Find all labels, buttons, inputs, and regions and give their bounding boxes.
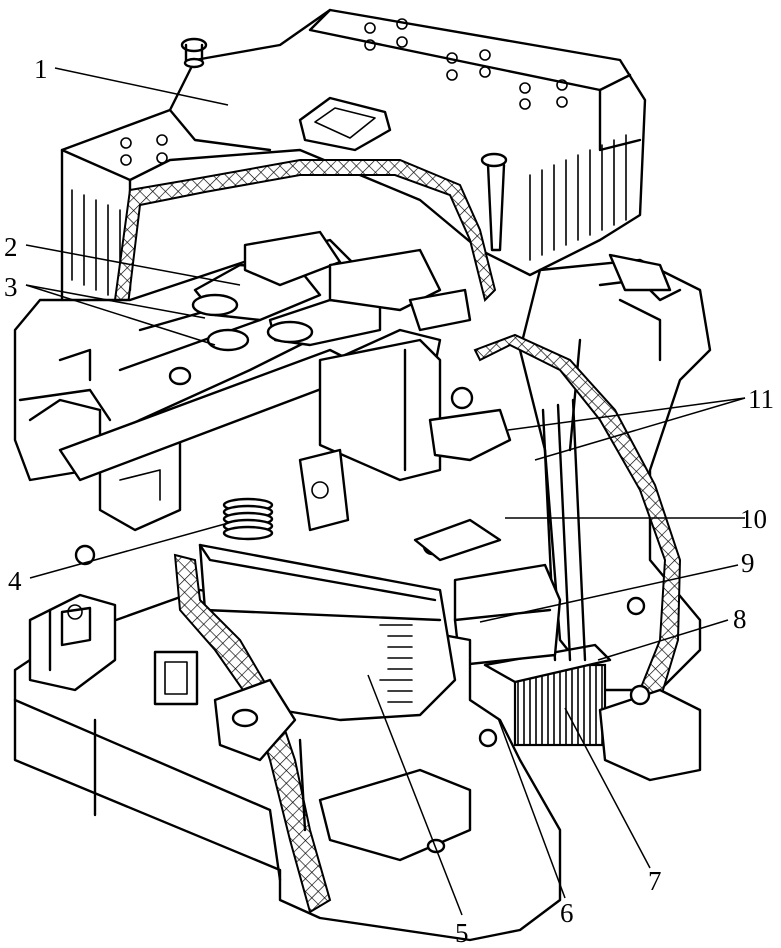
- magnet-block-edge: [453, 608, 552, 622]
- label-5: 5: [455, 918, 469, 948]
- label-4: 4: [8, 566, 22, 596]
- left-vent-fins: [71, 189, 121, 299]
- right-screw-icon: [480, 152, 508, 252]
- right-vent-fins: [529, 134, 627, 261]
- lower-terminal: [213, 678, 472, 862]
- label-3: 3: [4, 272, 18, 302]
- label-1: 1: [34, 54, 48, 84]
- side-hole-left: [74, 544, 96, 566]
- label-6: 6: [560, 898, 574, 928]
- label-10: 10: [740, 504, 767, 534]
- insulation-barrier-lower: [173, 553, 332, 914]
- cover-vent-holes: [120, 18, 568, 166]
- arc-chute-top: [483, 643, 612, 684]
- part-labels: 1 2 3 4 5 6 7 8 9 10 11: [4, 54, 774, 948]
- central-mechanism: [298, 338, 512, 562]
- cylinder-scale: [379, 624, 413, 703]
- label-7: 7: [648, 866, 662, 896]
- left-terminal: [28, 593, 117, 692]
- leader-lines: [25, 67, 746, 916]
- label-9: 9: [741, 548, 755, 578]
- label-2: 2: [4, 232, 18, 262]
- top-screw-icon: [180, 37, 208, 69]
- base-window: [153, 650, 199, 706]
- label-11: 11: [748, 384, 774, 414]
- side-hole-right: [478, 728, 498, 748]
- spring-coil: [222, 497, 274, 541]
- right-terminal: [598, 596, 702, 782]
- insulation-barrier-upper: [113, 159, 497, 307]
- label-8: 8: [733, 604, 747, 634]
